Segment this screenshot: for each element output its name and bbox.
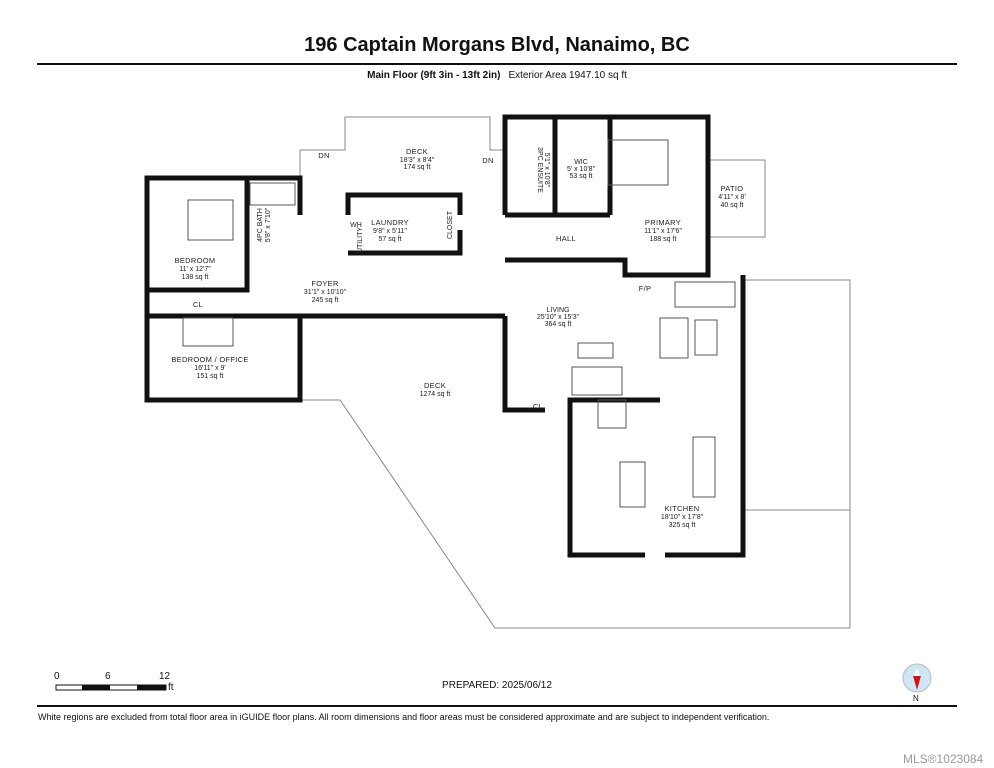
svg-text:18'3" x 8'4": 18'3" x 8'4" xyxy=(400,157,435,164)
range xyxy=(597,399,627,429)
svg-text:KITCHEN: KITCHEN xyxy=(664,504,699,513)
scale-bar xyxy=(55,684,167,691)
svg-text:5'1" x 10'8": 5'1" x 10'8" xyxy=(543,153,550,188)
svg-text:FOYER: FOYER xyxy=(311,279,339,288)
svg-text:HALL: HALL xyxy=(556,234,576,243)
scale-tick-0: 0 xyxy=(54,671,60,682)
svg-text:PATIO: PATIO xyxy=(721,184,744,193)
prepared-date: PREPARED: 2025/06/12 xyxy=(442,680,552,691)
svg-text:325 sq ft: 325 sq ft xyxy=(669,522,696,529)
table xyxy=(694,319,718,356)
scale-tick-12: 12 xyxy=(159,671,171,682)
bathtub xyxy=(249,182,296,206)
svg-text:5'8" x 7'10": 5'8" x 7'10" xyxy=(265,207,272,242)
page-title: 196 Captain Morgans Blvd, Nanaimo, BC xyxy=(304,34,690,56)
exterior-area: Exterior Area 1947.10 sq ft xyxy=(508,70,627,81)
svg-text:31'1" x 10'10": 31'1" x 10'10" xyxy=(304,289,347,296)
svg-text:11'1" x 17'6": 11'1" x 17'6" xyxy=(644,228,682,235)
svg-text:4PC BATH: 4PC BATH xyxy=(257,208,264,242)
island xyxy=(619,461,646,508)
svg-text:174 sq ft: 174 sq ft xyxy=(404,164,431,171)
svg-text:188 sq ft: 188 sq ft xyxy=(650,236,677,243)
walls xyxy=(144,114,746,558)
svg-text:53 sq ft: 53 sq ft xyxy=(570,173,593,180)
scale-tick-6: 6 xyxy=(105,671,111,682)
svg-text:LAUNDRY: LAUNDRY xyxy=(371,218,409,227)
svg-text:25'10" x 15'3": 25'10" x 15'3" xyxy=(537,314,580,321)
svg-text:CL: CL xyxy=(193,300,203,309)
svg-text:UTILITY: UTILITY xyxy=(357,227,364,253)
footer-divider xyxy=(37,705,957,707)
svg-text:40 sq ft: 40 sq ft xyxy=(721,202,744,209)
svg-text:CL: CL xyxy=(533,402,543,411)
svg-text:BEDROOM / OFFICE: BEDROOM / OFFICE xyxy=(171,355,248,364)
svg-text:CLOSET: CLOSET xyxy=(447,210,454,239)
svg-text:11' x 12'7": 11' x 12'7" xyxy=(179,266,211,273)
chair xyxy=(659,317,689,359)
deck-outlines xyxy=(299,116,851,629)
bed xyxy=(187,199,234,241)
svg-text:3PC ENSUITE: 3PC ENSUITE xyxy=(536,147,543,193)
svg-text:138 sq ft: 138 sq ft xyxy=(182,274,209,281)
scale-unit: ft xyxy=(168,682,174,693)
svg-text:WH: WH xyxy=(350,222,362,229)
svg-text:F/P: F/P xyxy=(639,284,652,293)
svg-text:DECK: DECK xyxy=(424,381,446,390)
bed xyxy=(607,139,669,186)
svg-text:PRIMARY: PRIMARY xyxy=(645,218,681,227)
sofa xyxy=(182,317,234,347)
sofa xyxy=(674,281,736,308)
sofa xyxy=(571,366,623,396)
furniture xyxy=(182,139,736,508)
svg-text:4'11" x 8': 4'11" x 8' xyxy=(718,194,746,201)
floor-subtitle: Main Floor (9ft 3in - 13ft 2in) Exterior … xyxy=(0,70,994,81)
svg-text:1274 sq ft: 1274 sq ft xyxy=(420,391,451,398)
title-divider xyxy=(37,63,957,65)
svg-text:WIC: WIC xyxy=(574,159,588,166)
svg-text:57 sq ft: 57 sq ft xyxy=(379,236,402,243)
compass-label: N xyxy=(913,694,919,703)
mls-number: MLS®1023084 xyxy=(903,752,984,766)
svg-text:18'10" x 17'8": 18'10" x 17'8" xyxy=(661,514,704,521)
svg-text:364 sq ft: 364 sq ft xyxy=(545,321,572,328)
svg-text:DN: DN xyxy=(482,156,493,165)
disclaimer: White regions are excluded from total fl… xyxy=(38,712,770,722)
svg-text:LIVING: LIVING xyxy=(547,307,570,314)
svg-text:9'8" x 5'11": 9'8" x 5'11" xyxy=(373,228,407,235)
svg-text:DN: DN xyxy=(318,151,329,160)
svg-text:DECK: DECK xyxy=(406,147,428,156)
dining-table xyxy=(692,436,716,498)
svg-text:16'11" x 9': 16'11" x 9' xyxy=(194,365,226,372)
svg-text:151 sq ft: 151 sq ft xyxy=(197,373,224,380)
compass-icon xyxy=(902,663,932,693)
svg-text:245 sq ft: 245 sq ft xyxy=(312,297,339,304)
coffee-table xyxy=(577,342,614,359)
svg-text:5' x 10'8": 5' x 10'8" xyxy=(567,166,596,173)
floor-name: Main Floor (9ft 3in - 13ft 2in) xyxy=(367,70,501,81)
svg-text:BEDROOM: BEDROOM xyxy=(175,256,216,265)
